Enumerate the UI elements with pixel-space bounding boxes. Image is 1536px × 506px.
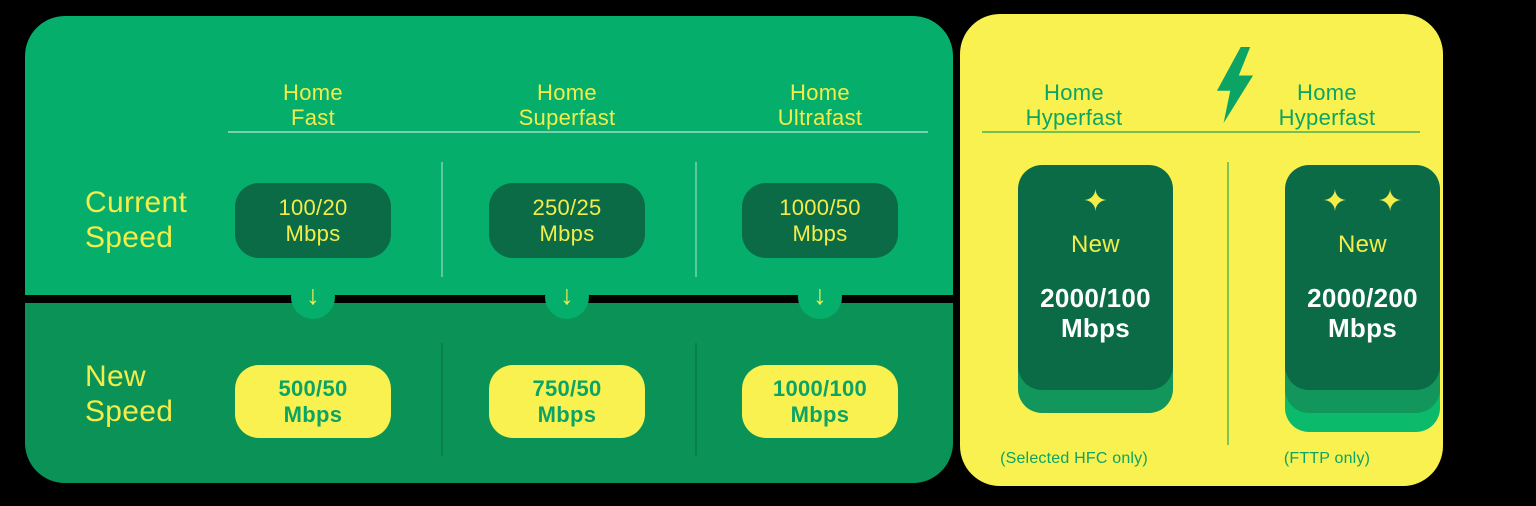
- speed-unit: Mbps: [792, 220, 848, 246]
- heading-line: Hyperfast: [1025, 105, 1123, 130]
- column-divider: [695, 343, 697, 456]
- new-badge: New: [1071, 231, 1120, 258]
- heading-home-ultrafast: Home Ultrafast: [720, 80, 920, 130]
- heading-line: Fast: [291, 105, 335, 130]
- footnote-fttp: (FTTP only): [1283, 450, 1371, 467]
- heading-home-hyperfast-hfc: Home Hyperfast: [974, 80, 1174, 130]
- speed-unit: Mbps: [1327, 313, 1398, 343]
- heading-home-fast: Home Fast: [213, 80, 413, 130]
- column-divider: [441, 162, 443, 277]
- down-arrow-icon: ↓: [291, 275, 335, 319]
- hyperfast-panel: Home Hyperfast Home Hyperfast ✦ New 2000…: [960, 14, 1443, 486]
- hyperfast-card-hfc: ✦ New 2000/100 Mbps: [1018, 165, 1173, 447]
- heading-underline: [228, 131, 928, 133]
- current-speed-pill-home-ultrafast: 1000/50 Mbps: [742, 183, 898, 258]
- heading-line: Hyperfast: [1278, 105, 1376, 130]
- current-speed-pill-home-superfast: 250/25 Mbps: [489, 183, 645, 258]
- down-arrow-glyph: ↓: [306, 280, 320, 310]
- card-face: ✦ New 2000/100 Mbps: [1018, 165, 1173, 390]
- new-badge: New: [1338, 231, 1387, 258]
- new-speed-pill-home-fast: 500/50 Mbps: [235, 365, 391, 438]
- speed-unit: Mbps: [537, 401, 597, 427]
- footnote-hfc: (Selected HFC only): [1000, 450, 1148, 467]
- speed-value: 1000/100: [772, 375, 868, 401]
- sparkle-row: ✦: [1083, 185, 1108, 219]
- heading-line: Superfast: [518, 105, 616, 130]
- speed-unit: Mbps: [1060, 313, 1131, 343]
- hyperfast-speed: 2000/200 Mbps: [1307, 283, 1418, 343]
- heading-line: Ultrafast: [777, 105, 863, 130]
- sparkle-icon: ✦: [1322, 185, 1348, 218]
- current-speed-panel: Home Fast Home Superfast Home Ultrafast …: [25, 16, 953, 295]
- new-speed-label: New Speed: [85, 359, 173, 429]
- down-arrow-glyph: ↓: [560, 280, 574, 310]
- column-divider: [1227, 162, 1229, 445]
- hyperfast-speed: 2000/100 Mbps: [1040, 283, 1151, 343]
- heading-line: Home: [1297, 80, 1357, 105]
- speed-value: 750/50: [532, 375, 602, 401]
- column-divider: [441, 343, 443, 456]
- current-speed-label: Current Speed: [85, 185, 187, 255]
- new-speed-pill-home-superfast: 750/50 Mbps: [489, 365, 645, 438]
- new-speed-panel: New Speed 500/50 Mbps 750/50 Mbps 1000/1…: [25, 303, 953, 483]
- card-face: ✦ ✦ New 2000/200 Mbps: [1285, 165, 1440, 390]
- speed-value: 100/20: [278, 194, 348, 220]
- hyperfast-card-fttp: ✦ ✦ New 2000/200 Mbps: [1285, 165, 1440, 447]
- speed-unit: Mbps: [790, 401, 850, 427]
- heading-underline: [982, 131, 1420, 133]
- speed-value: 1000/50: [779, 194, 861, 220]
- row-label-line: Speed: [85, 395, 174, 428]
- heading-line: Home: [283, 80, 343, 105]
- down-arrow-glyph: ↓: [813, 280, 827, 310]
- column-divider: [695, 162, 697, 277]
- sparkle-icon: ✦: [1377, 185, 1403, 218]
- speed-unit: Mbps: [539, 220, 595, 246]
- down-arrow-icon: ↓: [798, 275, 842, 319]
- speed-value: 2000/100: [1040, 283, 1151, 313]
- speed-unit: Mbps: [283, 401, 343, 427]
- sparkle-icon: ✦: [1082, 185, 1109, 218]
- sparkle-row: ✦ ✦: [1322, 185, 1402, 219]
- speed-value: 2000/200: [1307, 283, 1418, 313]
- heading-line: Home: [537, 80, 597, 105]
- row-label-line: Current: [85, 186, 188, 219]
- heading-line: Home: [1044, 80, 1104, 105]
- heading-home-superfast: Home Superfast: [467, 80, 667, 130]
- speed-value: 250/25: [532, 194, 602, 220]
- speed-unit: Mbps: [285, 220, 341, 246]
- row-label-line: Speed: [85, 221, 174, 254]
- heading-line: Home: [790, 80, 850, 105]
- new-speed-pill-home-ultrafast: 1000/100 Mbps: [742, 365, 898, 438]
- speed-value: 500/50: [278, 375, 348, 401]
- current-speed-pill-home-fast: 100/20 Mbps: [235, 183, 391, 258]
- row-label-line: New: [85, 360, 146, 393]
- heading-home-hyperfast-fttp: Home Hyperfast: [1227, 80, 1427, 130]
- down-arrow-icon: ↓: [545, 275, 589, 319]
- lightning-bolt-icon: [1216, 47, 1254, 123]
